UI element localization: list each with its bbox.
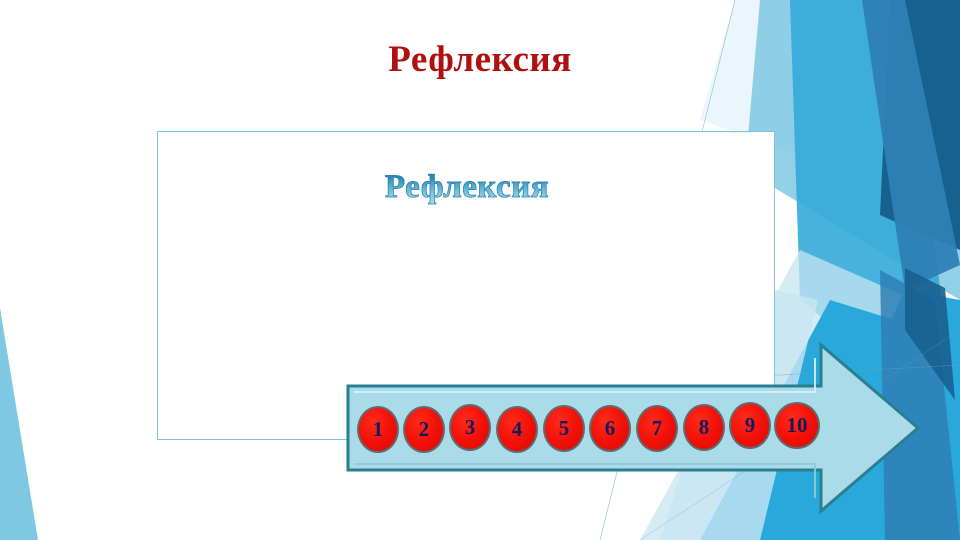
scale-circle-10[interactable]: 10 bbox=[774, 402, 820, 449]
page-title: Рефлексия bbox=[388, 39, 572, 80]
inner-wordart-title: Рефлексия bbox=[158, 168, 776, 206]
scale-circle-label: 6 bbox=[604, 416, 616, 440]
scale-circle-label: 2 bbox=[418, 417, 430, 441]
arrow-inner-highlight bbox=[354, 358, 816, 393]
arrow-scale-group: 1 2 3 4 5 6 7 bbox=[344, 340, 922, 518]
scale-circle-6[interactable]: 6 bbox=[589, 405, 631, 452]
scale-circle-5[interactable]: 5 bbox=[543, 405, 585, 452]
scale-circle-4[interactable]: 4 bbox=[496, 406, 538, 453]
content-panel: Рефлексия 1 2 3 4 bbox=[157, 131, 921, 515]
scale-circle-label: 8 bbox=[698, 415, 710, 439]
scale-circle-7[interactable]: 7 bbox=[636, 405, 678, 452]
scale-circle-label: 7 bbox=[651, 416, 663, 440]
scale-circle-label: 10 bbox=[786, 413, 808, 437]
right-arrow-icon bbox=[346, 341, 921, 515]
scale-circle-label: 3 bbox=[464, 415, 476, 439]
scale-circle-8[interactable]: 8 bbox=[683, 404, 725, 451]
scale-circle-1[interactable]: 1 bbox=[357, 406, 399, 453]
scale-circle-label: 9 bbox=[744, 413, 756, 437]
arrow-outer-body bbox=[346, 341, 921, 515]
rating-scale: 1 2 3 4 5 6 7 bbox=[357, 402, 837, 454]
scale-circle-2[interactable]: 2 bbox=[403, 406, 445, 453]
scale-circle-3[interactable]: 3 bbox=[449, 404, 491, 451]
scale-circle-9[interactable]: 9 bbox=[729, 402, 771, 449]
scale-circle-label: 4 bbox=[511, 417, 523, 441]
decor-shape-left-triangle bbox=[0, 308, 38, 540]
scale-circle-label: 5 bbox=[558, 416, 570, 440]
arrow-inner-shadow bbox=[354, 463, 816, 498]
scale-circle-label: 1 bbox=[372, 417, 384, 441]
